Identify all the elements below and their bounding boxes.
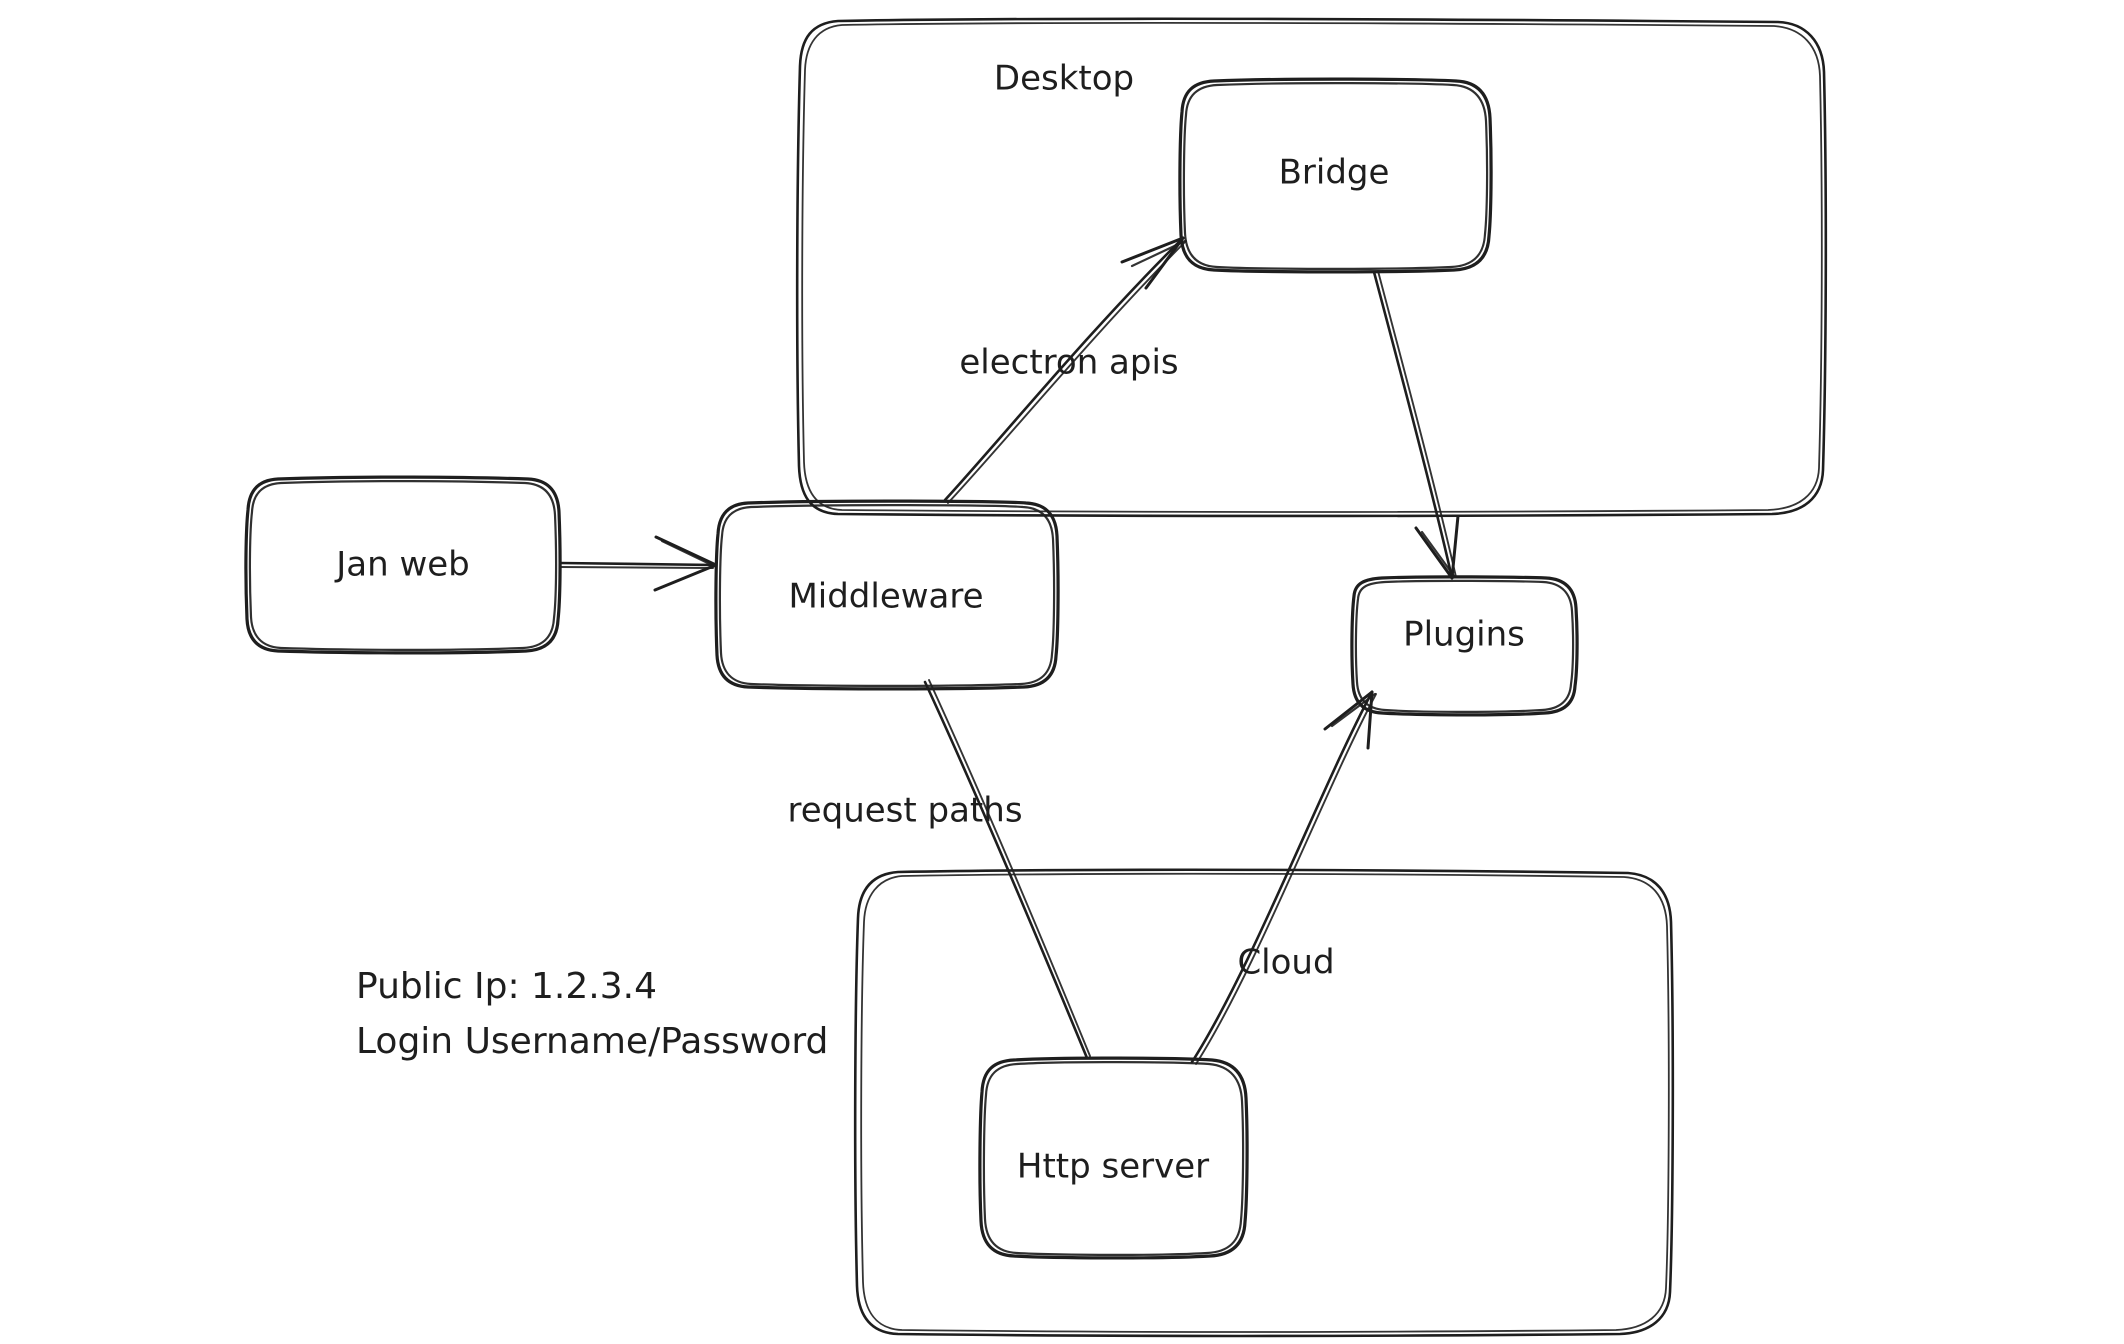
arrowhead-middleware <box>653 535 718 592</box>
note-public-ip: Public Ip: 1.2.3.4 Login Username/Passwo… <box>356 966 828 1062</box>
node-label-middleware: Middleware <box>788 577 983 617</box>
edge-jan-web-to-middleware <box>558 535 718 592</box>
node-middleware[interactable]: Middleware <box>714 499 1060 691</box>
edge-label-request-paths: request paths <box>787 791 1022 831</box>
container-desktop <box>795 17 1828 518</box>
arrowhead-plugins-from-bridge <box>1414 514 1460 580</box>
container-cloud <box>853 868 1675 1338</box>
arrowhead-plugins-from-http <box>1323 690 1377 750</box>
note-line-public-ip: Public Ip: 1.2.3.4 <box>356 966 657 1007</box>
edge-bridge-to-plugins <box>1372 270 1460 580</box>
node-plugins[interactable]: Plugins <box>1350 575 1579 717</box>
edge-middleware-to-http-server <box>923 679 1091 1060</box>
node-label-jan-web: Jan web <box>334 545 470 585</box>
node-jan-web[interactable]: Jan web <box>244 475 562 655</box>
note-line-login: Login Username/Password <box>356 1021 828 1062</box>
edge-middleware-to-bridge <box>943 236 1187 504</box>
container-label-desktop: Desktop <box>994 59 1134 99</box>
edge-http-server-to-plugins <box>1190 690 1377 1065</box>
node-bridge[interactable]: Bridge <box>1178 77 1493 274</box>
node-label-http-server: Http server <box>1017 1147 1209 1187</box>
arrowhead-bridge <box>1120 236 1187 290</box>
edge-label-electron-apis: electron apis <box>959 343 1178 383</box>
node-http-server[interactable]: Http server <box>978 1056 1249 1260</box>
node-label-plugins: Plugins <box>1403 615 1525 655</box>
node-label-bridge: Bridge <box>1279 153 1390 193</box>
